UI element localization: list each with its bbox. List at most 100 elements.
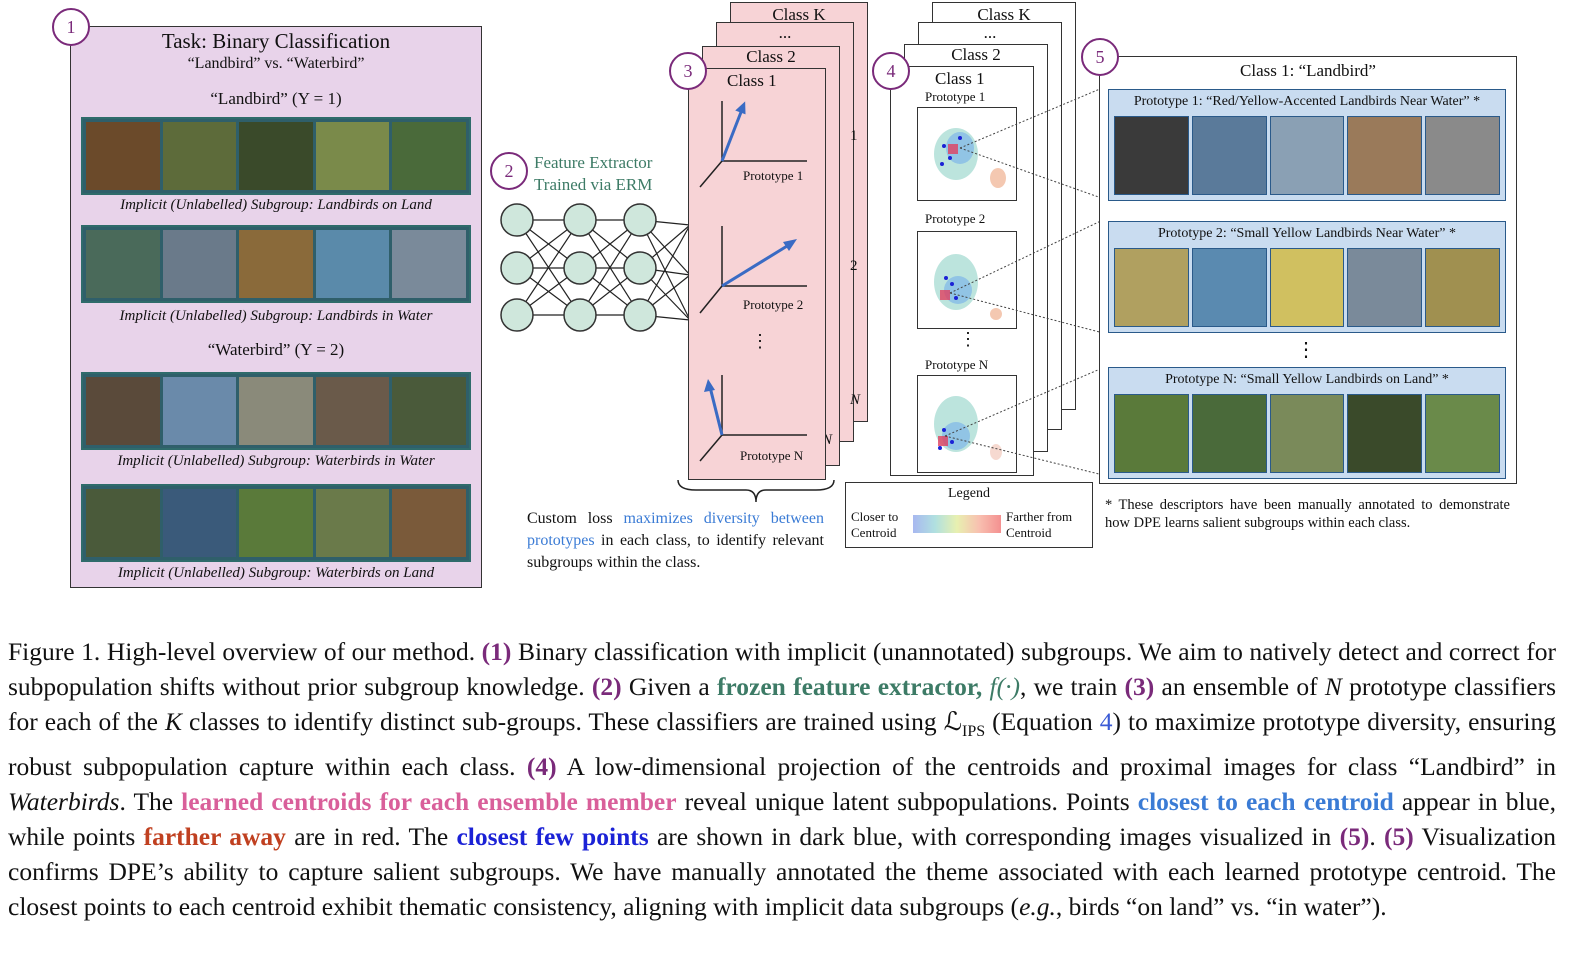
image-row-waterbird-land: [81, 484, 471, 562]
caption-text: an ensemble of: [1154, 672, 1325, 701]
umap-prototype-2-label: Prototype 2: [925, 211, 986, 226]
caption-loss-subscript: IPS: [961, 723, 986, 741]
umap-class-2-label: Class 2: [951, 45, 1001, 64]
step-number-1: 1: [52, 8, 90, 46]
side-label-1: 1: [850, 128, 858, 144]
caption-text: appear in blue, while points: [8, 787, 1556, 852]
prototype-n-label: Prototype N: [740, 448, 804, 463]
caption-text: ) to maximize prototype diversity, ensur…: [8, 707, 1557, 782]
caption-n-symbol: N: [1324, 672, 1342, 701]
caption-equation-link[interactable]: 4: [1099, 707, 1113, 736]
legend-title: Legend: [948, 486, 990, 501]
caption-f-symbol: f(·): [989, 672, 1020, 701]
umap-class-1-label: Class 1: [935, 69, 985, 88]
class-dots-label: ...: [778, 23, 792, 42]
caption-text: . The: [119, 787, 182, 817]
subgroup-caption: Implicit (Unlabelled) Subgroup: Waterbir…: [117, 453, 435, 469]
panel-5-vdots: ⋮: [1296, 339, 1316, 361]
custom-loss-text-b: maximizes diversity between prototypes: [527, 510, 825, 549]
panel-1-task: Task: Binary Classification “Landbird” v…: [70, 26, 482, 588]
feature-extractor-label: Feature Extractor Trained via ERM: [534, 152, 652, 196]
caption-text: (Equation: [985, 707, 1100, 736]
subgroup-caption: Implicit (Unlabelled) Subgroup: Landbird…: [119, 308, 433, 324]
caption-text: .: [1369, 822, 1384, 852]
legend-box: Legend Closer to Centroid Farther from C…: [845, 482, 1093, 548]
caption-closest-centroid: closest to each centroid: [1137, 787, 1394, 817]
step-number-5: 5: [1081, 38, 1119, 76]
caption-frozen-extractor: frozen feature extractor,: [716, 672, 990, 701]
caption-dataset-name: Waterbirds: [8, 787, 120, 817]
side-label-n: N: [850, 392, 861, 408]
umap-class-1-card: Class 1 Prototype 1 Prototype 2 ⋮ Protot…: [890, 66, 1034, 476]
image-row-landbird-land: [81, 117, 471, 195]
prototype-1-label: Prototype 1: [743, 168, 804, 183]
panel-5-title: Class 1: “Landbird”: [1240, 61, 1376, 80]
custom-loss-note: Custom loss maximizes diversity between …: [527, 508, 824, 574]
caption-text: reveal unique latent subpopulations. Poi…: [676, 787, 1138, 817]
step-number-3: 3: [669, 52, 707, 90]
umap-prototype-1-label: Prototype 1: [925, 89, 986, 104]
legend-gradient-bar: [913, 515, 1001, 533]
umap-plot-2: [917, 231, 1017, 329]
feature-extractor-line1: Feature Extractor: [534, 153, 653, 172]
class-1-label: Class 1: [727, 71, 777, 90]
caption-text: , we train: [1019, 672, 1125, 701]
caption-text: Binary classification with implicit (una…: [8, 637, 1556, 701]
caption-ref-2: (2): [591, 672, 622, 701]
umap-prototype-n-label: Prototype N: [925, 357, 989, 372]
legend-closer-label: Closer to Centroid: [851, 509, 899, 540]
prototype-n-axes: [699, 375, 807, 462]
side-label-2: 2: [850, 258, 858, 274]
umap-class-k-label: Class K: [977, 5, 1031, 24]
custom-loss-text-a: Custom loss: [527, 510, 624, 527]
prototype-n-images: [1114, 394, 1500, 473]
step-number-2: 2: [490, 152, 528, 190]
class-k-label: Class K: [772, 5, 826, 24]
caption-loss-symbol: ℒ: [943, 707, 962, 736]
prototype-2-title: Prototype 2: “Small Yellow Landbirds Nea…: [1157, 226, 1456, 241]
panel-1-title: Task: Binary Classification: [161, 29, 391, 53]
umap-vdots: ⋮: [959, 329, 977, 349]
prototype-1-images: [1114, 116, 1500, 195]
prototype-2-box: Prototype 2: “Small Yellow Landbirds Nea…: [1108, 221, 1506, 333]
caption-text: are in red. The: [285, 822, 457, 852]
caption-learned-centroids: learned centroids for each ensemble memb…: [181, 787, 677, 817]
class-2-label: Class 2: [746, 47, 796, 66]
caption-text: A low-dimensional projection of the cent…: [556, 752, 1556, 782]
waterbird-label: “Waterbird” (Y = 2): [207, 340, 345, 359]
landbird-label: “Landbird” (Y = 1): [210, 89, 342, 108]
caption-text: Visualization confirms DPE’s ability to …: [8, 822, 1556, 922]
umap-scatter-1: [934, 128, 1006, 188]
image-row-landbird-water: [81, 225, 471, 303]
caption-ref-5: (5): [1339, 822, 1370, 852]
class-1-card: Class 1 Prototype 1 Prototype 2 ⋮ Protot…: [688, 68, 826, 480]
caption-ref-5b: (5): [1384, 822, 1414, 852]
step-number-4: 4: [872, 52, 910, 90]
prototype-2-axes: [699, 226, 807, 314]
caption-text: Figure 1. High-level overview of our met…: [8, 637, 482, 666]
legend-farther-label: Farther from Centroid: [1006, 509, 1073, 540]
prototype-1-box: Prototype 1: “Red/Yellow-Accented Landbi…: [1108, 89, 1506, 201]
caption-eg: e.g.: [1019, 892, 1056, 922]
caption-farther-away: farther away: [143, 822, 286, 852]
prototype-1-axes: [699, 101, 807, 188]
umap-plot-n: [917, 375, 1017, 473]
umap-scatter-2: [934, 254, 1002, 320]
subgroup-caption: Implicit (Unlabelled) Subgroup: Landbird…: [120, 197, 432, 213]
caption-text: classes to identify distinct sub-groups.…: [181, 707, 944, 736]
prototype-2-label: Prototype 2: [743, 297, 804, 312]
prototype-n-title: Prototype N: “Small Yellow Landbirds on …: [1165, 372, 1449, 387]
prototype-vdots: ⋮: [751, 331, 769, 351]
caption-text: are shown in dark blue, with correspondi…: [648, 822, 1340, 852]
caption-closest-few-points: closest few points: [456, 822, 649, 852]
umap-scatter-n: [934, 396, 1002, 460]
prototype-n-box: Prototype N: “Small Yellow Landbirds on …: [1108, 367, 1506, 479]
figure-caption: Figure 1. High-level overview of our met…: [8, 634, 1556, 924]
feature-extractor-line2: Trained via ERM: [534, 175, 653, 194]
caption-text: Given a: [621, 672, 717, 701]
subgroup-caption: Implicit (Unlabelled) Subgroup: Waterbir…: [117, 565, 435, 581]
caption-ref-3: (3): [1124, 672, 1155, 701]
panel-5-visualization: Class 1: “Landbird” Prototype 1: “Red/Ye…: [1099, 56, 1517, 484]
side-label-n-2: N: [822, 432, 833, 448]
panel-1-subtitle: “Landbird” vs. “Waterbird”: [187, 55, 365, 72]
